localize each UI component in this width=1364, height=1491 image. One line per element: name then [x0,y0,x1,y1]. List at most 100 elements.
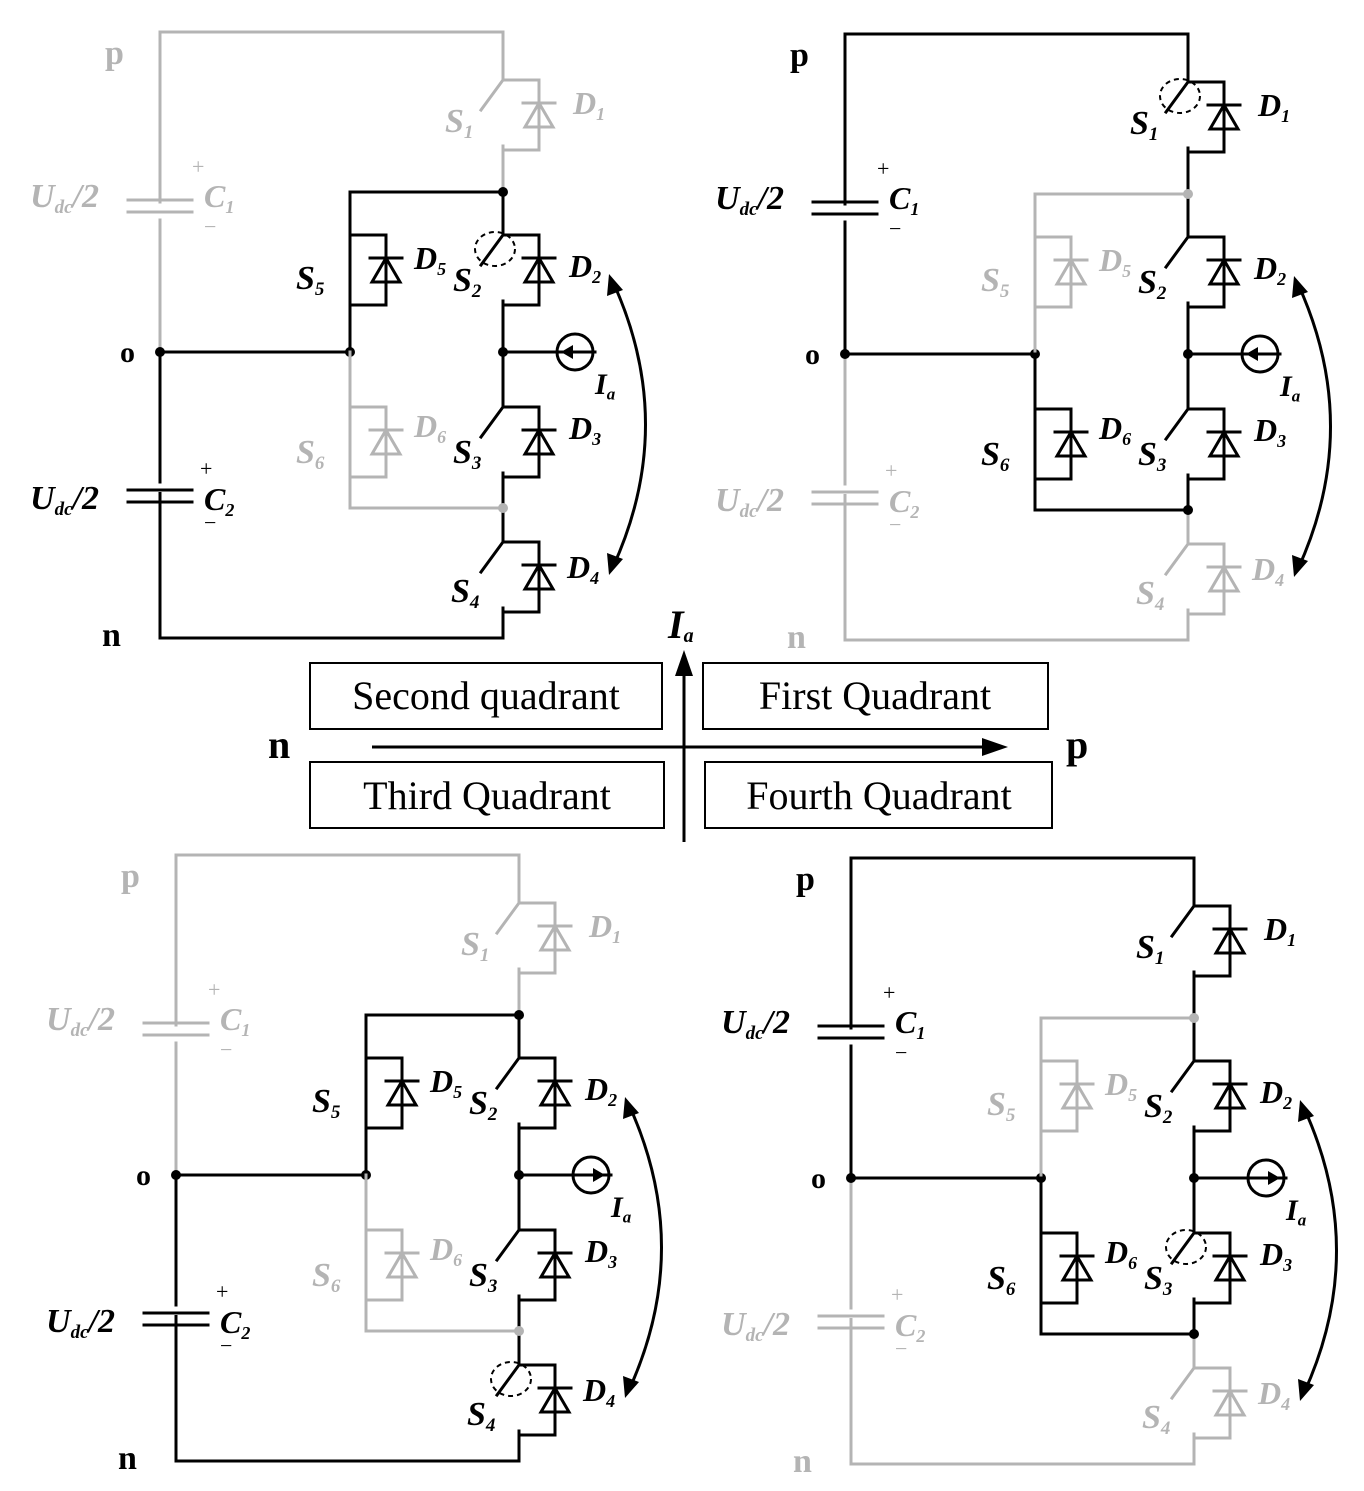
diode-label-d1: D1 [1263,911,1296,950]
switch-s3-diode [1206,429,1242,458]
switch-s5 [348,229,404,311]
switch-label-s2: S2 [469,1085,498,1125]
n-rail [843,494,1190,642]
label-o: o [120,336,135,369]
switch-s4-switch-blade [478,539,506,575]
switch-s1-switch-blade [1169,903,1197,939]
switch-s2-switch-blade [494,1055,522,1091]
switch-s2-diode-triangle [1213,1081,1247,1110]
switch-s3-diode [521,427,557,456]
diode-label-d4: D4 [566,549,599,588]
third-quadrant-label: Third Quadrant [363,773,611,818]
switch-s4-diode-triangle [538,1385,572,1414]
switch-s3-diode-triangle [538,1250,572,1279]
switch-label-s6: S6 [987,1260,1016,1300]
diode-label-d3: D3 [584,1233,617,1272]
switch-s2 [1163,231,1242,313]
switch-s4-diode [1206,564,1242,593]
fourth-quadrant-label: Fourth Quadrant [746,773,1012,818]
switch-s3-switch-blade [478,404,506,440]
label-p: p [796,861,815,898]
switch-s6-diode [368,427,404,456]
c1-plus: + [192,154,204,179]
switch-s1-diode-triangle [522,100,556,129]
s5-top-wire [348,190,503,235]
switch-s1 [1169,900,1248,982]
node-s34-dot [1183,505,1193,515]
switch-s5-diode [1059,1081,1095,1110]
switch-label-s5: S5 [981,262,1010,302]
c2-voltage-label: Udc/2 [721,1306,790,1346]
commutation-arrow-top [623,1097,639,1119]
p-rail [174,853,521,1005]
diode-label-d4: D4 [1251,551,1284,590]
second-quadrant-label: Second quadrant [352,673,620,718]
node-o-dot [171,1170,181,1180]
c1-label: C1 [895,1004,925,1043]
switch-label-s1: S1 [1130,105,1158,145]
p-rail [843,32,1190,184]
node-s12-dot [1189,1013,1199,1023]
c2-minus: − [204,510,216,535]
switch-s4 [494,1359,573,1441]
node-s34-dot [498,503,508,513]
diode-label-d2: D2 [1253,250,1286,289]
vertical-axis-label: Ia [667,602,694,647]
current-source-circle [555,332,595,372]
switch-s2 [494,1052,573,1134]
diode-label-d1: D1 [1257,87,1290,126]
switch-s3 [494,1224,573,1306]
current-arrow-head [561,345,573,359]
commutation-arrow-bottom [1298,1379,1314,1401]
s5-top-wire [1039,1016,1194,1061]
switch-s5 [1033,231,1089,313]
quadrant-axes: Ia n p [268,602,1088,842]
switch-s2-diode-triangle [538,1078,572,1107]
c2-label: C2 [220,1304,250,1343]
switch-s1 [1163,76,1242,158]
label-n: n [118,1440,137,1477]
switch-s3 [478,401,557,483]
switch-label-s1: S1 [445,103,473,143]
diode-label-d6: D6 [413,408,446,447]
switch-s6-diode [1059,1253,1095,1282]
switch-label-s1: S1 [1136,929,1164,969]
label-p: p [105,35,124,72]
diode-label-d6: D6 [1104,1234,1137,1273]
c1-voltage-label: Udc/2 [715,180,784,220]
current-arrow-head [593,1168,605,1182]
switch-s1-diode-triangle [1207,102,1241,131]
c2-plus: + [885,458,897,483]
node-s12-dot [514,1010,524,1020]
s6-bottom-wire [364,1300,519,1333]
label-p: p [121,858,140,895]
c1-plus: + [208,977,220,1002]
diode-label-d5: D5 [1104,1066,1137,1105]
switch-s2-switch-blade [1163,234,1191,270]
c2-voltage-label: Udc/2 [30,480,99,520]
switch-s4-diode [537,1385,573,1414]
switch-s6 [1033,403,1089,485]
commutation-arrow-top [607,274,623,296]
switch-s6 [1039,1227,1095,1309]
dashed-highlight [490,1361,532,1397]
switch-s2-diode-triangle [522,255,556,284]
diode-label-d4: D4 [1257,1375,1290,1414]
node-s34-dot [514,1326,524,1336]
fourth-quadrant-box [704,761,1053,829]
switch-s3 [1163,403,1242,485]
node-s12-dot [498,187,508,197]
switch-s6-diode-triangle [1060,1253,1094,1282]
n-rail [174,1315,521,1463]
switch-s2-diode [521,255,557,284]
c1-minus: − [889,216,901,241]
switch-label-s3: S3 [1138,436,1166,476]
current-source-circle [571,1155,611,1195]
current-label: Ia [594,368,616,403]
n-rail [158,492,505,640]
switch-label-s3: S3 [1144,1260,1172,1300]
dashed-highlight [1159,78,1201,114]
horizontal-axis-arrowhead [982,738,1008,756]
